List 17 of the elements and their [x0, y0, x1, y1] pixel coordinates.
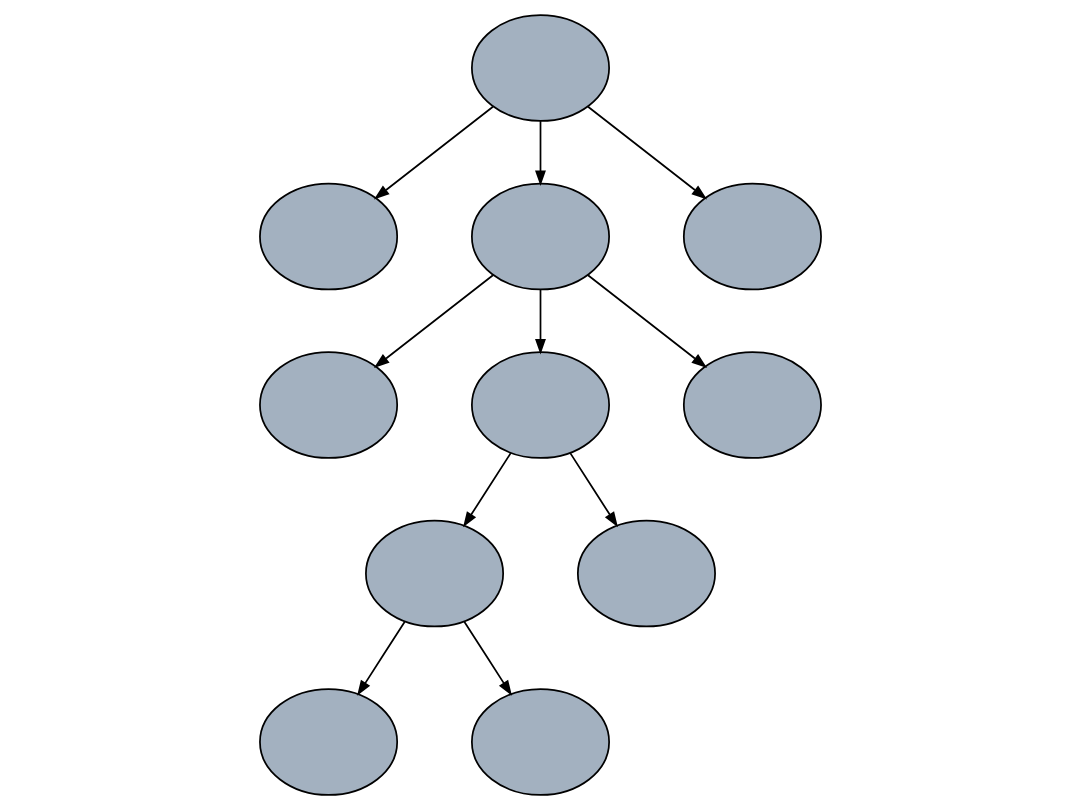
arrow [534, 120, 546, 187]
arrow [462, 452, 512, 528]
arrow [373, 274, 494, 368]
arrow [356, 620, 406, 696]
node-ellipse [470, 182, 610, 291]
node-ellipse [470, 14, 610, 122]
arrow [586, 274, 707, 368]
node-ellipse [470, 688, 610, 796]
node-ellipse [470, 351, 610, 459]
node-ellipse [576, 519, 716, 628]
arrow [534, 288, 546, 355]
arrow [586, 105, 707, 200]
node-ellipse [364, 519, 504, 628]
arrow [373, 105, 494, 200]
arrow [568, 452, 618, 528]
arrow [462, 620, 512, 696]
node-ellipse [258, 688, 398, 796]
